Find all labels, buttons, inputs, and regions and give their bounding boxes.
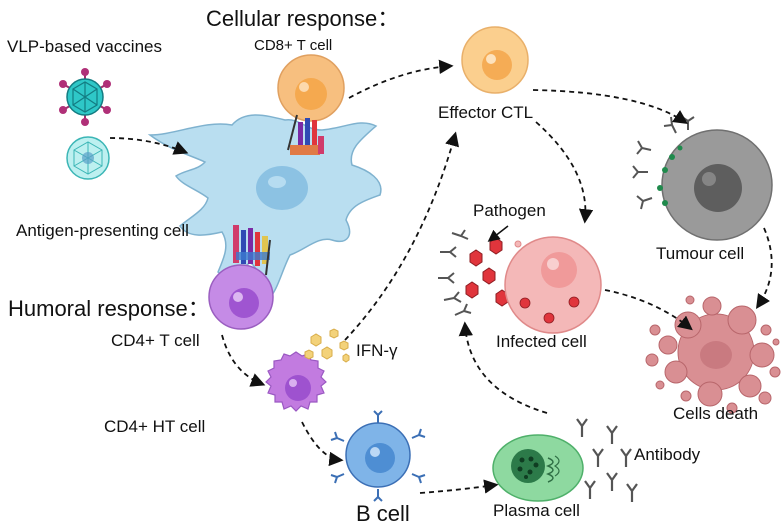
vlp-vaccines-label: VLP-based vaccines: [7, 37, 162, 56]
humoral-response-title: Humoral response：: [8, 296, 210, 321]
pathogen-cluster-icon: [465, 237, 509, 307]
antibody-icon: [576, 418, 638, 502]
cd8-t-cell-label: CD8+ T cell: [254, 37, 333, 54]
plasma-cell: [492, 434, 584, 502]
plasma-cell-label: Plasma cell: [493, 501, 580, 520]
dead-cell-nucleus: [700, 341, 732, 369]
arrow-cd4-to-cd4ht: [221, 334, 266, 387]
arrow-infected-to-death: [604, 289, 693, 331]
antigen-presenting-cell: [147, 114, 382, 302]
effector-ctl-cell: [461, 26, 529, 94]
apc-label: Antigen-presenting cell: [16, 221, 189, 240]
vlp-particle-icon: [59, 68, 111, 126]
vlp-core-icon: [66, 136, 110, 180]
b-cell-label: B cell: [356, 501, 410, 526]
arrow-bcell-to-plasma: [419, 479, 499, 494]
ifn-gamma-icon: [304, 328, 350, 363]
infected-cell: [504, 236, 602, 334]
infected-cell-label: Infected cell: [496, 332, 587, 351]
cd4-helper-t-cell: [265, 351, 327, 412]
b-cell: [330, 410, 426, 502]
arrow-vlp-to-apc: [109, 137, 189, 155]
effector-ctl-label: Effector CTL: [438, 103, 534, 122]
pathogen-pointer-arrow: [487, 225, 509, 242]
cd4-t-cell: [208, 264, 274, 330]
antibody-label: Antibody: [634, 445, 701, 464]
ifn-gamma-label: IFN-γ: [356, 341, 398, 360]
arrow-effector-to-infected: [535, 121, 594, 224]
cd4-t-cell-label: CD4+ T cell: [111, 331, 200, 350]
cellular-response-title: Cellular response：: [206, 6, 400, 31]
tcr-synapse-top: [287, 114, 324, 155]
tumour-cell-label: Tumour cell: [656, 244, 745, 263]
antibody-cluster-left-icon: [438, 229, 472, 316]
cd4-ht-cell-label: CD4+ HT cell: [104, 417, 206, 436]
arrow-cd4ht-to-effector: [344, 131, 460, 341]
tumour-cell: [657, 129, 773, 241]
arrow-cd8-to-effector: [348, 59, 454, 99]
arrow-cd4ht-to-bcell: [301, 421, 344, 467]
arrow-tumour-to-death: [756, 227, 773, 309]
arrow-group: [109, 59, 773, 494]
cd8-t-cell: [277, 54, 345, 122]
arrow-effector-to-tumour: [532, 89, 688, 124]
cells-death-label: Cells death: [673, 404, 759, 423]
tcr-synapse-bottom: [233, 225, 271, 276]
pathogen-label: Pathogen: [473, 201, 546, 220]
